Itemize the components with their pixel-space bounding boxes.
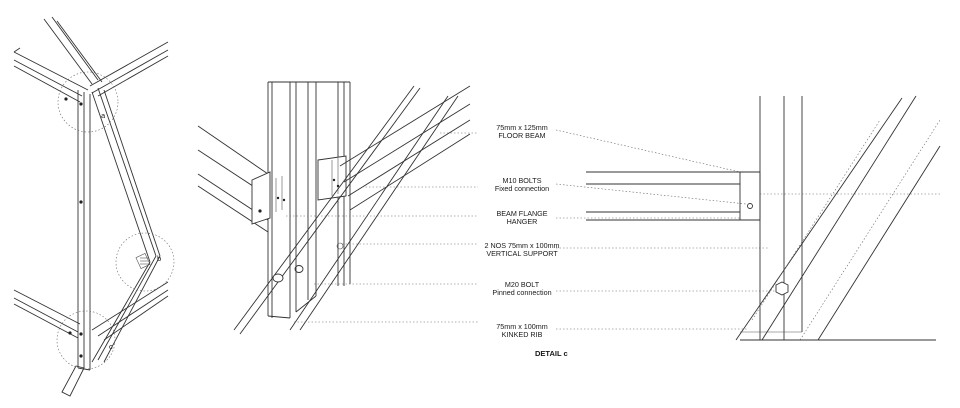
beam-flange-hanger-left [251,171,286,225]
beam-flange-hanger-right [317,155,347,201]
m20-bolt-axo [272,242,344,283]
vertical-support-section [740,96,803,340]
detail-circle-b [115,232,175,292]
callout-a: a [101,111,106,120]
callout-b: b [157,254,162,263]
floor-beam-section [586,171,761,221]
detail-circle-c [56,310,116,370]
top-diagonal-member [43,16,103,85]
kinked-rib-diagonal [233,85,459,335]
detail-circle-a [57,71,119,133]
leader-lines-middle [286,132,478,323]
lower-beam-left [13,289,81,339]
rib-foot [61,365,85,397]
kinked-rib-section [735,95,941,341]
upper-beam-right [89,41,169,97]
support-base [267,295,317,319]
lower-beam-right [91,281,169,341]
floor-beam-right [339,85,471,211]
callout-c: c [109,342,113,351]
bolt-markers [64,97,83,358]
detail-title: DETAIL c [535,349,568,358]
upper-beam-left [13,47,89,103]
hanger-detail-b [135,253,151,269]
m20-bolt-section [775,281,789,296]
leader-lines-right [555,129,778,330]
